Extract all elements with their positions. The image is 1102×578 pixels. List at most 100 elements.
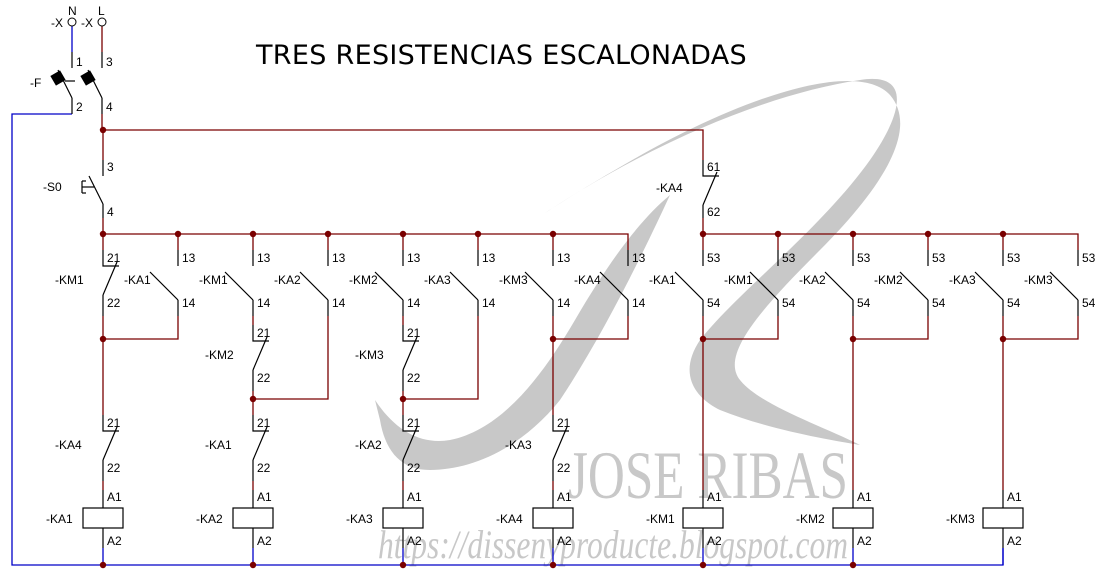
contact-line bbox=[1049, 271, 1079, 301]
terminal-tag: -X bbox=[81, 16, 93, 30]
pin-label: A2 bbox=[257, 534, 272, 548]
pin-label: 13 bbox=[557, 251, 571, 265]
pin-label: 54 bbox=[1007, 296, 1021, 310]
pin-label: A2 bbox=[1007, 534, 1022, 548]
wire bbox=[552, 316, 629, 340]
device-tag: -KA4 bbox=[55, 438, 82, 452]
pin-label: 22 bbox=[107, 461, 121, 475]
contact-line bbox=[552, 426, 568, 461]
device-tag: -KA3 bbox=[424, 273, 451, 287]
pin-label: 2 bbox=[76, 100, 83, 114]
pin-label: 54 bbox=[1082, 296, 1096, 310]
device-tag: -KA3 bbox=[505, 438, 532, 452]
wire bbox=[103, 233, 629, 250]
pin-label: 21 bbox=[107, 251, 121, 265]
junction-node bbox=[249, 230, 257, 238]
pin-label: 53 bbox=[1082, 251, 1096, 265]
device-tag: -KM1 bbox=[199, 273, 228, 287]
contact-line bbox=[252, 426, 268, 461]
pin-label: A2 bbox=[857, 534, 872, 548]
device-tag: -KM1 bbox=[646, 512, 675, 526]
pin-label: 14 bbox=[332, 296, 346, 310]
contact-line bbox=[899, 271, 929, 301]
pin-label: 14 bbox=[557, 296, 571, 310]
contact-line bbox=[552, 415, 569, 432]
contact-line bbox=[102, 250, 119, 267]
breaker-handle bbox=[80, 70, 96, 86]
junction-node bbox=[174, 230, 182, 238]
junction-node bbox=[699, 561, 707, 569]
wire bbox=[852, 316, 929, 340]
pin-label: 14 bbox=[182, 296, 196, 310]
junction-node bbox=[549, 230, 557, 238]
pin-label: 21 bbox=[407, 416, 421, 430]
terminal-label: L bbox=[98, 4, 105, 18]
junction-node bbox=[399, 230, 407, 238]
pin-label: 54 bbox=[932, 296, 946, 310]
pin-label: A2 bbox=[707, 534, 722, 548]
watermark-name: JOSE RIBAS bbox=[568, 437, 848, 513]
pin-label: 22 bbox=[557, 461, 571, 475]
pin-label: A1 bbox=[257, 490, 272, 504]
device-tag: -KA2 bbox=[799, 273, 826, 287]
watermark-logo-stroke bbox=[375, 195, 670, 470]
pin-label: A2 bbox=[557, 534, 572, 548]
pin-label: 22 bbox=[407, 371, 421, 385]
device-tag: -KM3 bbox=[1024, 273, 1053, 287]
contact-line bbox=[974, 271, 1004, 301]
junction-node bbox=[774, 230, 782, 238]
pin-label: A1 bbox=[557, 490, 572, 504]
junction-node bbox=[999, 230, 1007, 238]
wires bbox=[11, 26, 1079, 566]
pin-label: 13 bbox=[407, 251, 421, 265]
device-tag: -KM3 bbox=[946, 512, 975, 526]
pin-label: 54 bbox=[707, 296, 721, 310]
contact-line bbox=[702, 160, 719, 177]
contact-line bbox=[449, 271, 479, 301]
contact-line bbox=[299, 271, 329, 301]
device-tag: -KM2 bbox=[349, 273, 378, 287]
device-tag: -KA4 bbox=[574, 273, 601, 287]
contact-line bbox=[224, 271, 254, 301]
junction-node bbox=[249, 561, 257, 569]
pin-label: 21 bbox=[557, 416, 571, 430]
junction-node bbox=[849, 335, 857, 343]
device-tag: -KA2 bbox=[355, 438, 382, 452]
junction-node bbox=[99, 335, 107, 343]
wire bbox=[703, 233, 1079, 250]
pin-label: 53 bbox=[782, 251, 796, 265]
device-tag: -S0 bbox=[43, 180, 62, 194]
watermark-logo-swoosh bbox=[545, 78, 901, 445]
junction-node bbox=[399, 561, 407, 569]
contact-line bbox=[252, 336, 268, 371]
device-tag: -KA4 bbox=[656, 181, 683, 195]
device-tag: -KM3 bbox=[355, 348, 384, 362]
watermark: JOSE RIBAS https://dissenyproducte.blogs… bbox=[375, 78, 901, 567]
pin-label: 4 bbox=[106, 100, 113, 114]
device-tag: -KA3 bbox=[949, 273, 976, 287]
wire bbox=[1002, 316, 1079, 340]
junction-node bbox=[699, 335, 707, 343]
device-tag: -KM2 bbox=[874, 273, 903, 287]
device-tag: -KM2 bbox=[205, 348, 234, 362]
pin-label: 22 bbox=[407, 461, 421, 475]
junction-node bbox=[99, 126, 107, 134]
junction-node bbox=[249, 395, 257, 403]
page-title: TRES RESISTENCIAS ESCALONADAS bbox=[256, 40, 747, 71]
pin-label: 13 bbox=[182, 251, 196, 265]
contact-line bbox=[252, 415, 269, 432]
coil-km3 bbox=[982, 507, 1024, 529]
contact-line bbox=[252, 325, 269, 342]
pin-label: 22 bbox=[257, 461, 271, 475]
pin-label: A2 bbox=[407, 534, 422, 548]
pin-label: 13 bbox=[257, 251, 271, 265]
device-tag: -KA1 bbox=[205, 438, 232, 452]
coil-ka2 bbox=[232, 507, 274, 529]
pin-label: 3 bbox=[106, 55, 113, 69]
pin-label: A1 bbox=[1007, 490, 1022, 504]
junction-node bbox=[324, 230, 332, 238]
wire bbox=[103, 129, 704, 160]
pin-label: A1 bbox=[707, 490, 722, 504]
